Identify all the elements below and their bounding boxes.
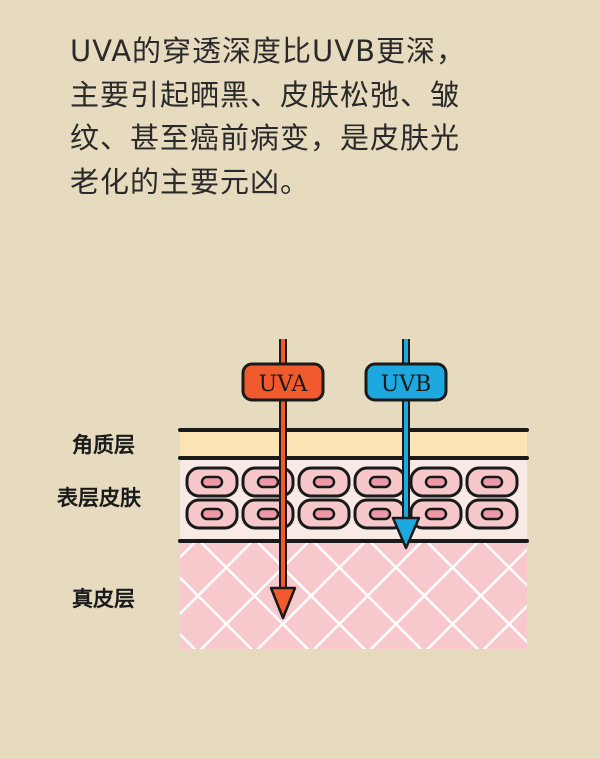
cell-nucleus <box>424 507 448 521</box>
uva-label: UVA <box>259 372 309 397</box>
label-epidermis: 表层皮肤 <box>57 485 141 510</box>
label-stratum-corneum: 角质层 <box>72 432 135 457</box>
cell-nucleus <box>312 507 336 521</box>
cell-nucleus <box>424 475 448 489</box>
description-text: UVA的穿透深度比UVB更深， 主要引起晒黑、皮肤松弛、皱 纹、甚至癌前病变，是… <box>70 30 550 204</box>
text-line: 老化的主要元凶。 <box>70 164 311 199</box>
cell-nucleus <box>200 507 224 521</box>
uvb-arrow: UVB <box>364 339 448 550</box>
cell-nucleus <box>256 475 280 489</box>
cell-nucleus <box>480 507 504 521</box>
label-dermis: 真皮层 <box>72 586 135 611</box>
cell-nucleus <box>368 475 392 489</box>
uva-arrow: UVA <box>241 339 325 620</box>
cell-nucleus <box>256 507 280 521</box>
stratum-corneum-layer <box>180 430 527 458</box>
cell-nucleus <box>480 475 504 489</box>
cell-nucleus <box>368 507 392 521</box>
uvb-label-box <box>364 362 448 402</box>
text-line: 纹、甚至癌前病变，是皮肤光 <box>70 121 461 155</box>
text-line: 主要引起晒黑、皮肤松弛、皱 <box>70 77 461 112</box>
dermis-layer <box>180 541 527 649</box>
text-line: UVA的穿透深度比UVB更深， <box>70 34 467 68</box>
cells <box>185 466 519 530</box>
uvb-label: UVB <box>381 372 432 397</box>
uva-label-box <box>241 362 325 402</box>
cell-nucleus <box>312 475 336 489</box>
cell-nucleus <box>200 475 224 489</box>
